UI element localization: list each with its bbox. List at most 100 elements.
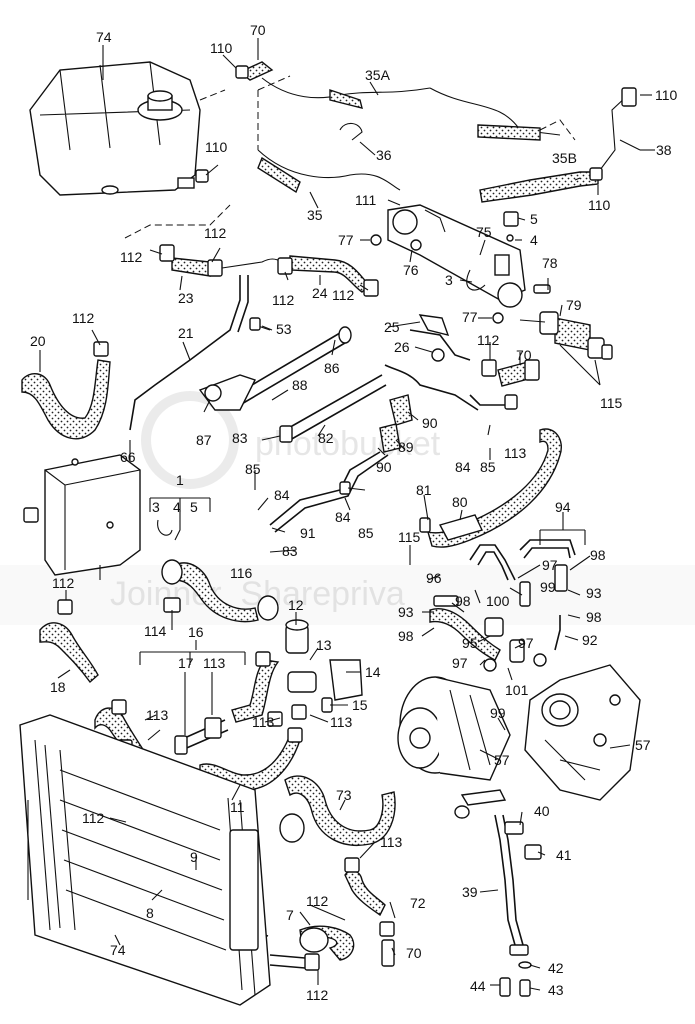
label-4-top: 4: [530, 232, 538, 248]
label-72: 72: [410, 895, 426, 911]
label-98-a: 98: [590, 547, 606, 563]
label-24: 24: [312, 285, 328, 301]
label-53: 53: [276, 321, 292, 337]
label-113-d: 113: [252, 714, 275, 730]
label-112-b: 112: [120, 249, 143, 265]
label-115-b: 115: [398, 529, 421, 545]
label-35B: 35B: [552, 150, 577, 166]
label-93-b: 93: [398, 604, 414, 620]
label-76: 76: [403, 262, 419, 278]
label-79: 79: [566, 297, 582, 313]
label-83-a: 83: [232, 430, 248, 446]
label-70-right: 70: [516, 347, 532, 363]
label-113-a: 113: [504, 445, 527, 461]
label-20: 20: [30, 333, 46, 349]
label-84-b: 84: [455, 459, 471, 475]
label-25: 25: [384, 319, 400, 335]
heat-shield-66: [44, 454, 141, 580]
label-112-c: 112: [272, 292, 295, 308]
label-13: 13: [316, 637, 332, 653]
label-12: 12: [288, 597, 304, 613]
label-7: 7: [286, 907, 294, 923]
label-89: 89: [398, 439, 414, 455]
hose-7: [269, 925, 355, 971]
label-91: 91: [300, 525, 316, 541]
label-38: 38: [656, 142, 672, 158]
label-26: 26: [394, 339, 410, 355]
label-9: 9: [190, 849, 198, 865]
label-78: 78: [542, 255, 558, 271]
expansion-tank: [29, 61, 201, 196]
label-3-top: 3: [445, 272, 453, 288]
label-82: 82: [318, 430, 334, 446]
label-83-b: 83: [282, 543, 298, 559]
watermark: photobucket Joinner_Sharepriva: [0, 391, 695, 625]
label-3-mid: 3: [152, 499, 160, 515]
label-112-g: 112: [52, 575, 75, 591]
label-112-f: 112: [477, 332, 500, 348]
label-112-d: 112: [332, 287, 355, 303]
label-98-d: 98: [398, 628, 414, 644]
label-111: 111: [355, 192, 376, 208]
label-99-b: 99: [490, 705, 506, 721]
label-35: 35: [307, 207, 323, 223]
pipes-86-82: [198, 317, 387, 443]
label-16: 16: [188, 624, 204, 640]
label-92: 92: [582, 632, 598, 648]
thermostat-housing-79: [519, 311, 613, 360]
pipes-94-96: [429, 539, 576, 672]
part-number-labels: 74 70 110 35A 110 110 36 35 35B 38 110 1…: [30, 22, 678, 1003]
label-1: 1: [176, 472, 184, 488]
label-90-b: 90: [376, 459, 392, 475]
label-113-b: 113: [203, 655, 226, 671]
label-81: 81: [416, 482, 432, 498]
label-98-b: 98: [455, 593, 471, 609]
label-57-bracket: 57: [635, 737, 651, 753]
label-110-c: 110: [205, 139, 228, 155]
hose-72: [344, 857, 395, 967]
label-86: 86: [324, 360, 340, 376]
label-35A: 35A: [365, 67, 391, 83]
radiator-74: [19, 714, 271, 1006]
label-36: 36: [376, 147, 392, 163]
label-85-a: 85: [245, 461, 261, 477]
label-23: 23: [178, 290, 194, 306]
label-112-i: 112: [82, 810, 105, 826]
valve-12-13: [285, 619, 363, 720]
label-115-a: 115: [600, 395, 623, 411]
label-70-bottom: 70: [406, 945, 422, 961]
label-57-alternator: 57: [494, 752, 510, 768]
label-113-e: 113: [330, 714, 353, 730]
label-4-mid: 4: [173, 499, 181, 515]
label-98-c: 98: [586, 609, 602, 625]
label-116: 116: [230, 565, 253, 581]
label-15: 15: [352, 697, 368, 713]
label-43: 43: [548, 982, 564, 998]
label-87: 87: [196, 432, 212, 448]
label-44: 44: [470, 978, 486, 994]
label-70-top: 70: [250, 22, 266, 38]
label-95: 95: [462, 635, 478, 651]
label-101: 101: [505, 682, 529, 698]
label-11: 11: [230, 799, 245, 815]
label-97-c: 97: [452, 655, 468, 671]
coolant-flange-75: [370, 204, 551, 324]
label-112-k: 112: [306, 987, 329, 1003]
label-8: 8: [146, 905, 154, 921]
label-74-radiator: 74: [110, 942, 126, 958]
label-90-a: 90: [422, 415, 438, 431]
label-94: 94: [555, 499, 571, 515]
label-84-a: 84: [274, 487, 290, 503]
label-99-a: 99: [540, 579, 556, 595]
label-110-d: 110: [588, 197, 611, 213]
label-112-a: 112: [204, 225, 227, 241]
hose-80: [419, 428, 562, 548]
label-88: 88: [292, 377, 308, 393]
pipes-25-89-90: [269, 314, 479, 533]
label-97-b: 97: [518, 635, 534, 651]
bracket-57: [524, 664, 641, 801]
label-18: 18: [50, 679, 66, 695]
label-5-top: 5: [530, 211, 538, 227]
